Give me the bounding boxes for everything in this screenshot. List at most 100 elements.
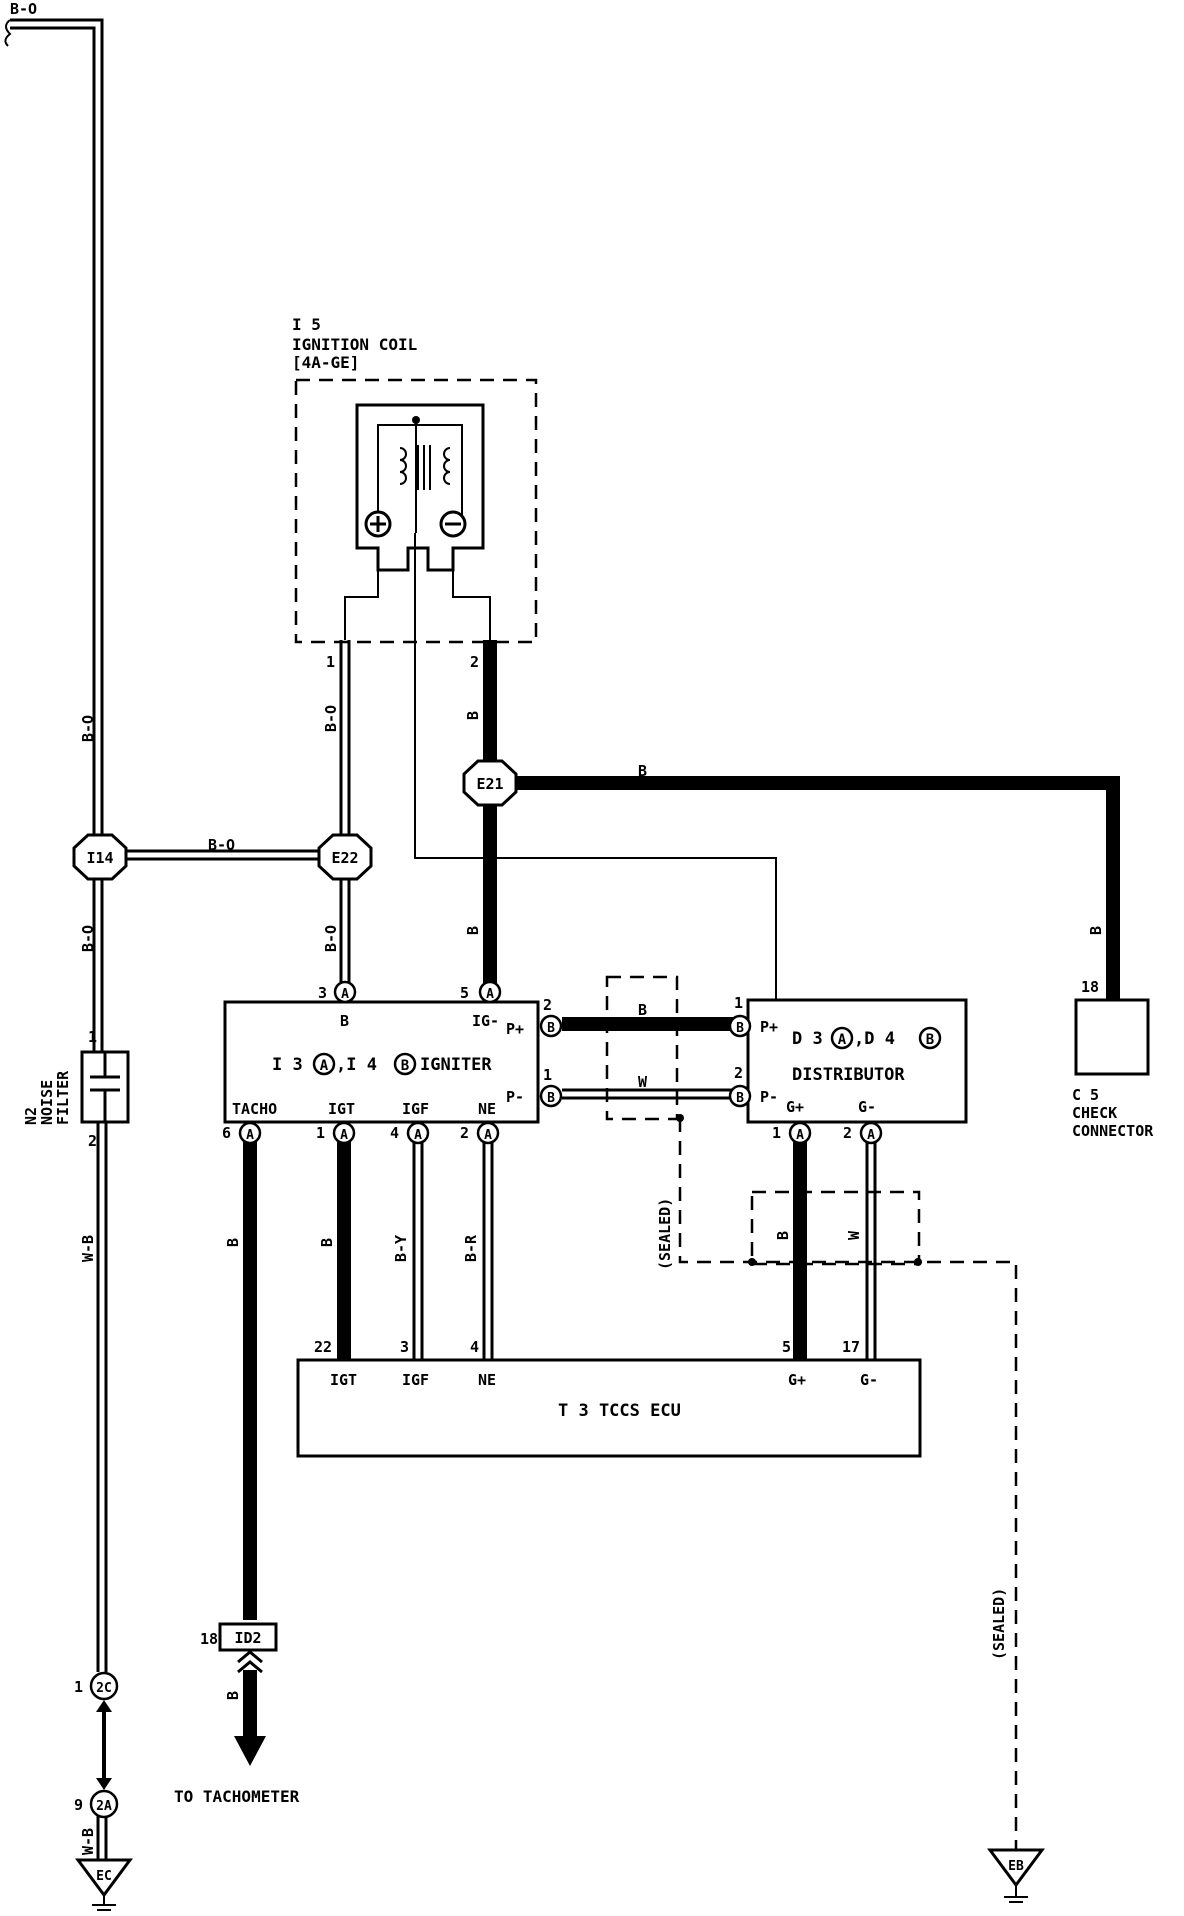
ground-eb: EB — [987, 1848, 1045, 1903]
igniter-pin-p1-conn: B — [547, 1091, 555, 1106]
igniter-term-igf: IGF — [402, 1100, 429, 1118]
coil-pin-2: 2 — [470, 653, 479, 671]
igniter-pin-5-conn: A — [486, 987, 494, 1002]
igniter-term-b: B — [340, 1012, 349, 1030]
igniter-conn-a: A — [320, 1058, 329, 1074]
distributor-pin-p2: 2 — [734, 1064, 743, 1082]
wire-label-b-tach-lead: B — [224, 1691, 242, 1700]
igniter-ref-2: ,I 4 — [336, 1055, 377, 1075]
distributor-pin-g2: 2 — [843, 1124, 852, 1142]
igniter-pin-3: 3 — [318, 984, 327, 1002]
igniter-term-igt: IGT — [328, 1100, 355, 1118]
wire-label-w-p-minus: W — [638, 1073, 648, 1091]
ignition-coil-ref: I 5 — [292, 315, 321, 334]
sealed-label-2: (SEALED) — [990, 1588, 1008, 1660]
igniter-term-p-minus: P- — [506, 1088, 524, 1106]
c2-pin: 1 — [74, 1678, 83, 1696]
ignition-coil-name: IGNITION COIL — [292, 335, 417, 354]
check-connector-ref: C 5 — [1072, 1086, 1099, 1104]
coil-negative-terminal-icon — [439, 510, 467, 538]
igniter-pin-p2: 2 — [543, 996, 552, 1014]
igniter-term-ig: IG- — [472, 1012, 499, 1030]
wire-label-b-h: B — [638, 762, 647, 780]
a2-pin: 9 — [74, 1796, 83, 1814]
wire-label-b-r: B-R — [462, 1234, 480, 1262]
ecu-term-g-minus: G- — [860, 1371, 878, 1389]
coil-positive-terminal-icon — [364, 510, 392, 538]
wire-label-b-o-4: B-O — [322, 925, 340, 952]
check-connector-name-1: CHECK — [1072, 1104, 1117, 1122]
id2-label: ID2 — [234, 1629, 261, 1647]
shield-drain — [678, 1118, 1018, 1850]
wire-label-b-o-2: B-O — [79, 925, 97, 952]
wire-label-b-p-plus: B — [638, 1001, 647, 1019]
connector-2a: 9 2A — [74, 1789, 119, 1819]
distributor-pin-p1: 1 — [734, 994, 743, 1012]
wire-b-o-main — [10, 18, 104, 1080]
ignition-coil-note: [4A-GE] — [292, 353, 359, 372]
distributor-term-p-minus: P- — [760, 1088, 778, 1106]
ignition-coil-outline — [294, 378, 538, 644]
igniter-name: IGNITER — [420, 1055, 492, 1075]
ground-eb-label: EB — [1008, 1859, 1024, 1874]
igniter-term-p-plus: P+ — [506, 1020, 524, 1038]
igniter: I 3 A ,I 4 B IGNITER B IG- P+ P- TACHO I… — [222, 980, 563, 1145]
junction-e22: E22 — [317, 833, 373, 881]
wire-label-b-o-h: B-O — [208, 836, 235, 854]
junction-i14-label: I14 — [86, 849, 113, 867]
coil-frame-lines — [377, 424, 463, 520]
wire-label-w-g-minus: W — [845, 1230, 863, 1240]
igniter-pin-4-conn: A — [414, 1128, 422, 1143]
igniter-pin-5: 5 — [460, 984, 469, 1002]
igniter-pin-2: 2 — [460, 1124, 469, 1142]
wire-label-b-y: B-Y — [392, 1235, 410, 1262]
ecu-pin-4: 4 — [470, 1338, 479, 1356]
igniter-pin-6-conn: A — [246, 1128, 254, 1143]
distributor: D 3 A ,D 4 B DISTRIBUTOR P+ P- G+ G- 1 B… — [728, 994, 968, 1145]
igniter-pin-p1: 1 — [543, 1066, 552, 1084]
junction-arrow-icon — [96, 1700, 112, 1790]
ignition-coil: I 5 IGNITION COIL [4A-GE] 1 2 — [292, 315, 538, 671]
ecu-pin-5: 5 — [782, 1338, 791, 1356]
shield-dot-1 — [676, 1114, 684, 1122]
ground-ec: EC — [75, 1858, 133, 1911]
igniter-term-tacho: TACHO — [232, 1100, 277, 1118]
connector-id2: 18 ID2 — [200, 1622, 278, 1652]
noise-filter: 1 2 N2 NOISE FILTER — [22, 1028, 130, 1150]
distributor-ref-1: D 3 — [792, 1029, 823, 1049]
igniter-pin-p2-conn: B — [547, 1021, 555, 1036]
shield-g-wires — [750, 1190, 921, 1266]
noise-filter-name-2: FILTER — [54, 1070, 72, 1125]
igniter-term-ne: NE — [478, 1100, 496, 1118]
ecu-pin-3: 3 — [400, 1338, 409, 1356]
ground-ec-label: EC — [96, 1869, 112, 1884]
to-tachometer-label: TO TACHOMETER — [174, 1787, 300, 1806]
distributor-term-g-plus: G+ — [786, 1098, 804, 1116]
noise-filter-ref: N2 — [22, 1107, 40, 1125]
wire-label-b-2: B — [464, 926, 482, 935]
junction-e22-label: E22 — [331, 849, 358, 867]
igniter-conn-b: B — [401, 1058, 409, 1074]
junction-e21-label: E21 — [476, 775, 503, 793]
check-connector-pin: 18 — [1081, 978, 1099, 996]
distributor-pin-p1-conn: B — [736, 1021, 744, 1036]
tachometer-arrow-icon — [234, 1650, 266, 1766]
check-connector: 18 C 5 CHECK CONNECTOR — [1072, 978, 1154, 1140]
wire-coil-distributor — [414, 533, 777, 1000]
junction-e21: E21 — [462, 759, 518, 807]
noise-filter-name-1: NOISE — [38, 1080, 56, 1125]
connector-2c: 1 2C — [74, 1671, 119, 1701]
ignition-coil-body — [355, 403, 485, 572]
igniter-ref-1: I 3 — [272, 1055, 303, 1075]
shield-p-wires — [605, 975, 679, 1121]
wire-break-mark — [4, 19, 12, 47]
igniter-pin-4: 4 — [390, 1124, 399, 1142]
tccs-ecu: T 3 TCCS ECU IGT IGF NE G+ G- 22 3 4 5 1… — [296, 1338, 922, 1458]
ecu-term-g-plus: G+ — [788, 1371, 806, 1389]
wire-coil-pos — [344, 548, 379, 640]
distributor-conn-b: B — [926, 1032, 934, 1048]
distributor-pin-p2-conn: B — [736, 1091, 744, 1106]
distributor-pin-g1-conn: A — [796, 1128, 804, 1143]
noise-filter-pin-1: 1 — [88, 1028, 97, 1046]
c2-label: 2C — [96, 1681, 112, 1696]
